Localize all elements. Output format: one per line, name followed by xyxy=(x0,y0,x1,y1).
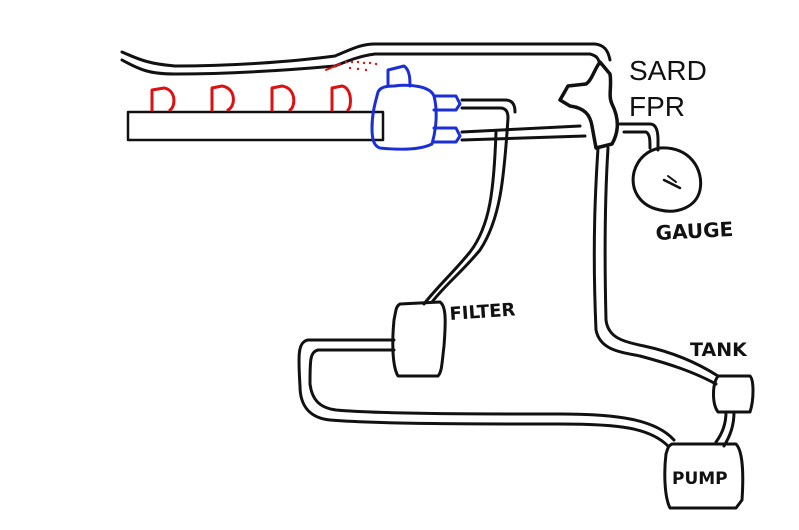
fpr-label: FPR xyxy=(629,91,685,122)
sard-label: SARD xyxy=(629,55,707,86)
fuel-tank xyxy=(712,374,755,414)
vacuum-tick xyxy=(325,63,341,71)
rail-end-fitting xyxy=(370,64,462,151)
intake-manifold xyxy=(120,42,612,76)
fuel-rail xyxy=(126,110,385,142)
gauge-label: GAUGE xyxy=(655,217,734,245)
injector-4 xyxy=(330,84,352,112)
rail-to-filter-line xyxy=(422,116,510,306)
fuel-pump xyxy=(663,442,745,510)
fuel-filter xyxy=(391,300,447,378)
pump-label: PUMP xyxy=(672,469,728,489)
tank-label: TANK xyxy=(690,339,748,361)
injectors xyxy=(150,63,352,112)
injector-1 xyxy=(150,86,176,112)
pressure-gauge xyxy=(631,146,703,213)
tank-to-pump-line xyxy=(714,410,736,448)
fpr-to-gauge-line xyxy=(618,122,660,152)
fpr-regulator xyxy=(558,60,619,150)
injector-2 xyxy=(210,84,235,112)
return-line-to-tank xyxy=(592,146,720,386)
injector-3 xyxy=(270,84,296,112)
rail-to-fpr-lines xyxy=(460,98,587,142)
dotted-vacuum-line xyxy=(344,60,378,72)
filter-label: FILTER xyxy=(449,299,516,325)
filter-to-pump-line xyxy=(297,338,676,448)
